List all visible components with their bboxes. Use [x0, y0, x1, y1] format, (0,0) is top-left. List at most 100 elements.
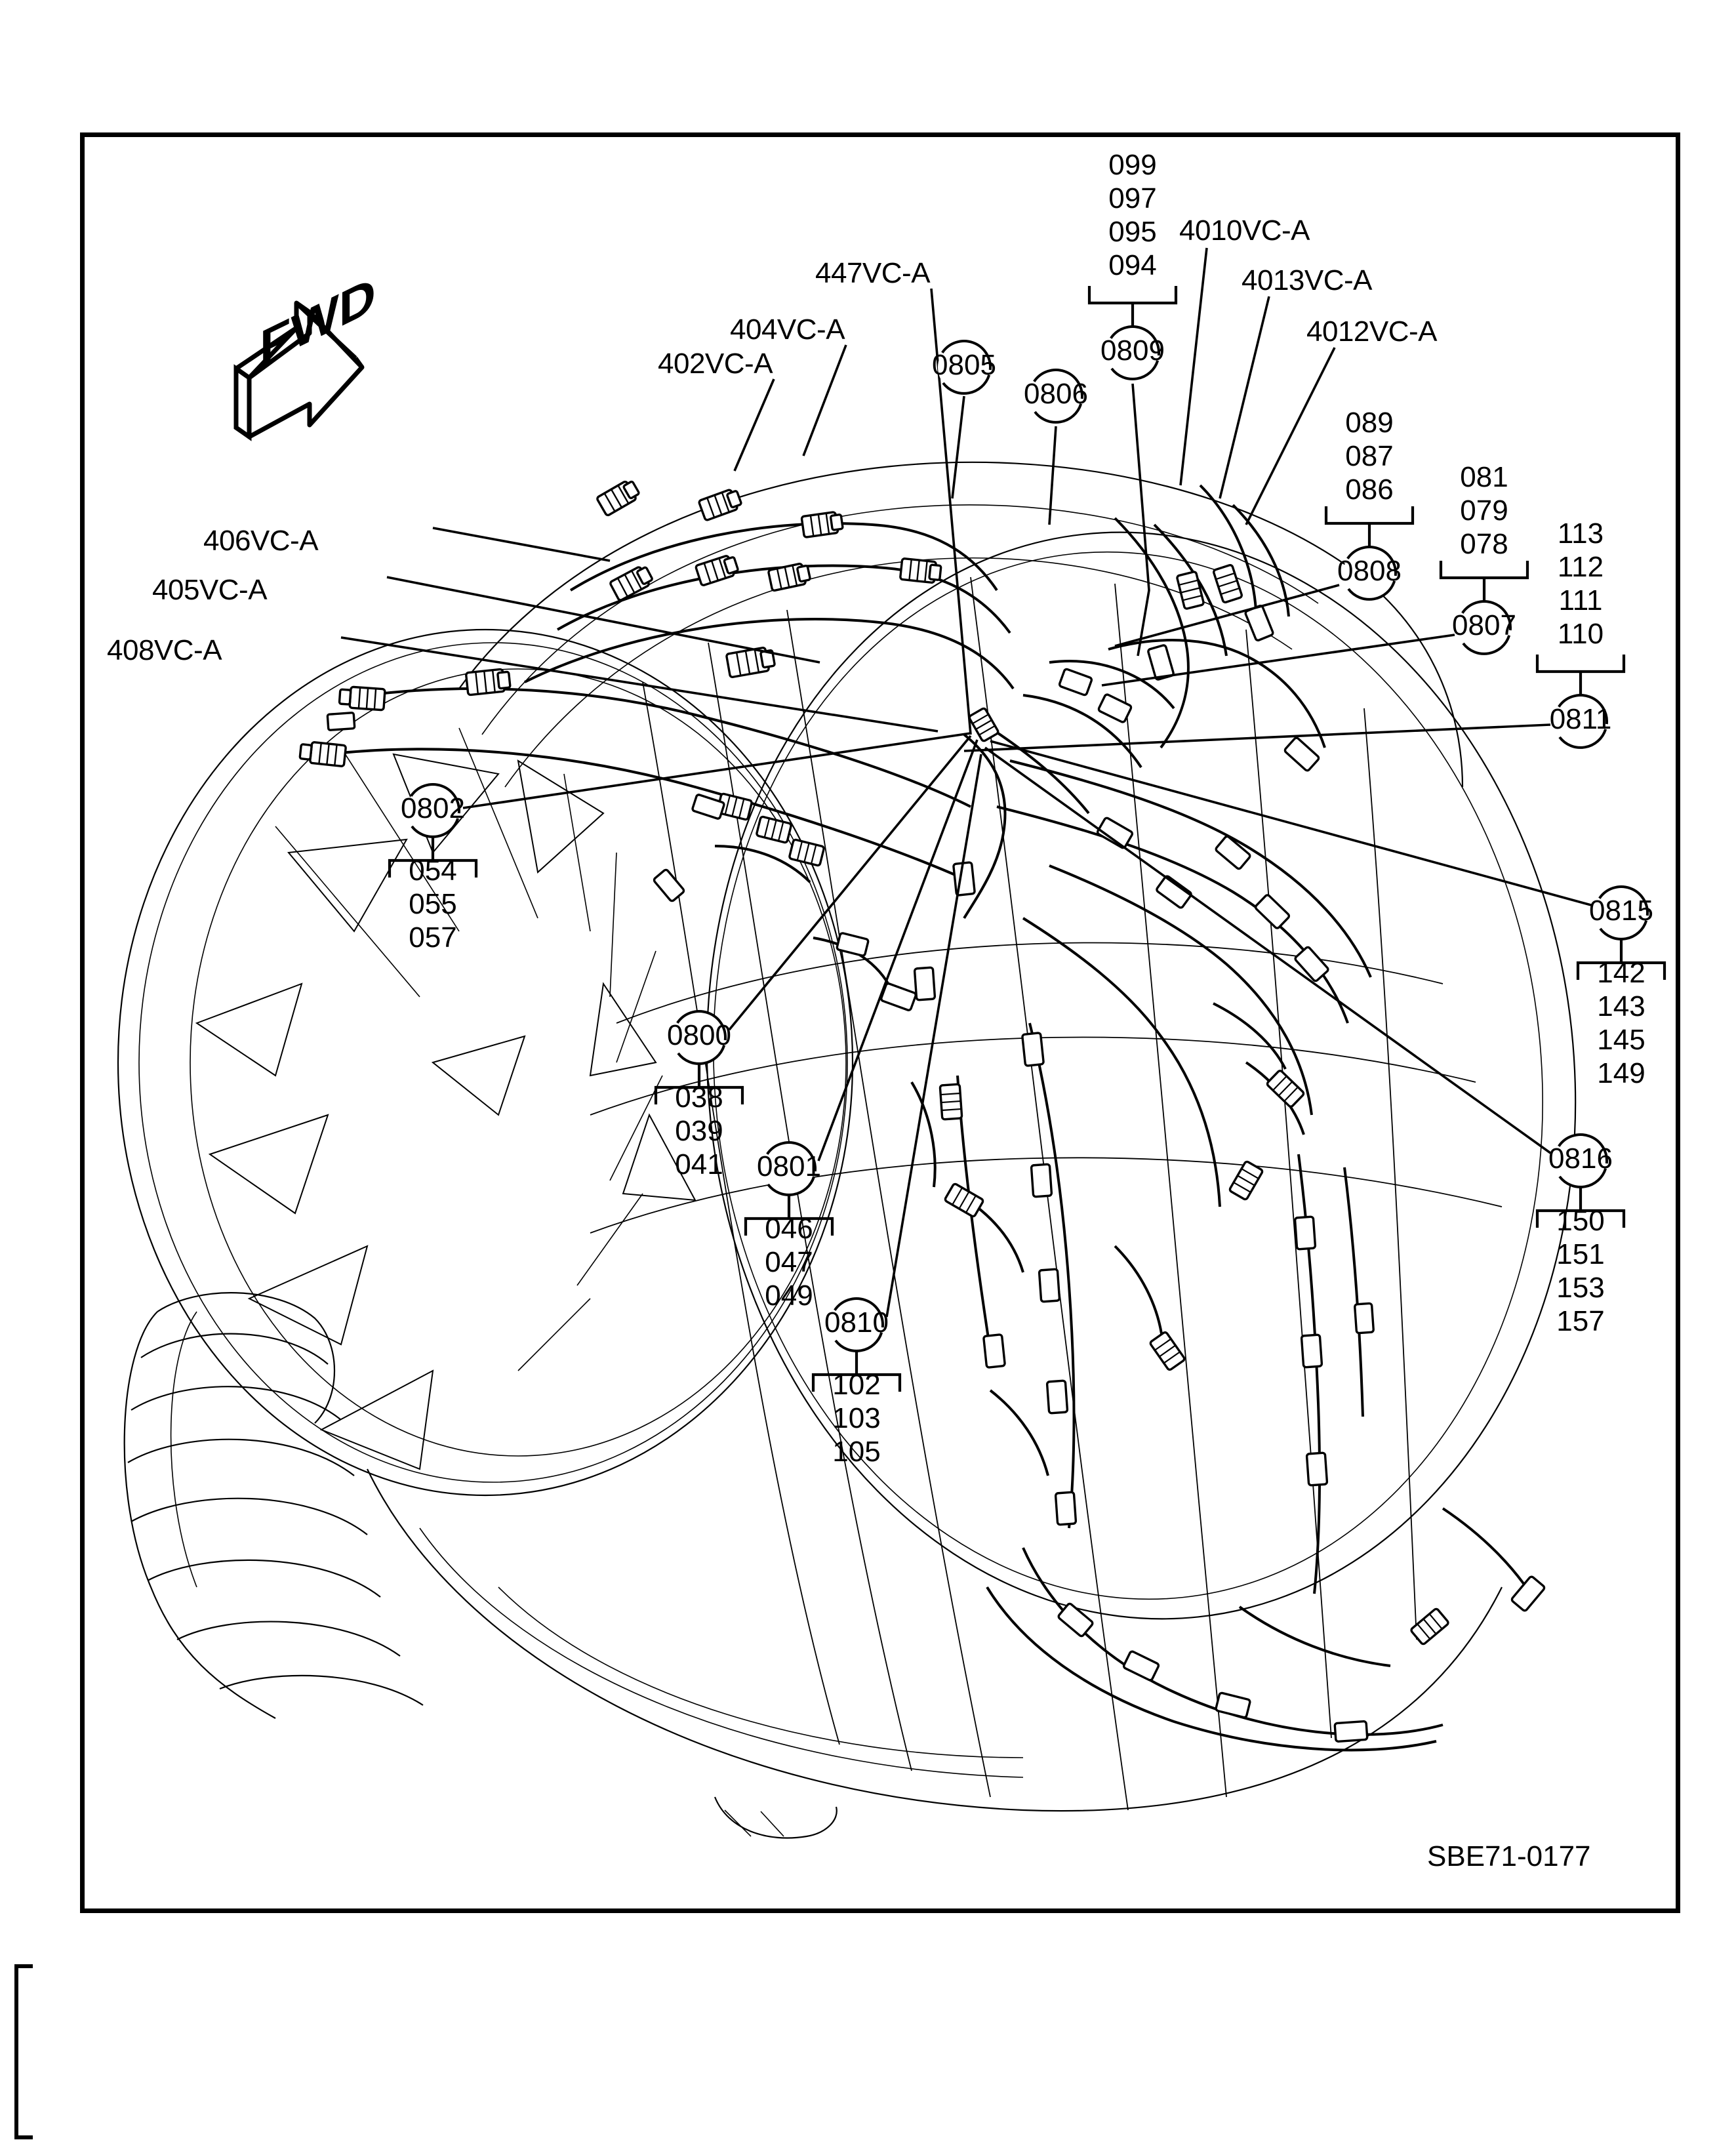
callout-bracket — [744, 1217, 834, 1236]
harness-connectors — [298, 480, 1546, 1743]
callout-item: 149 — [1597, 1057, 1645, 1089]
callout-bubble-0809[interactable] — [1106, 325, 1160, 380]
callout-item: 089 — [1345, 407, 1394, 439]
harness-label-402vc-a: 402VC-A — [658, 348, 773, 380]
callout-item: 094 — [1108, 249, 1157, 281]
callout-item: 049 — [765, 1280, 813, 1312]
callout-item: 095 — [1108, 216, 1157, 248]
callout-bracket — [654, 1085, 744, 1104]
callout-item: 055 — [409, 888, 457, 920]
callout-bubble-0816[interactable] — [1554, 1133, 1608, 1188]
engine-spinner-nose — [123, 1292, 424, 1719]
callout-label-0807[interactable]: 0807 — [1452, 609, 1516, 641]
callout-label-0815[interactable]: 0815 — [1589, 895, 1653, 927]
engine-nacelle-body — [367, 461, 1577, 1812]
callout-bubble-0808[interactable] — [1343, 546, 1397, 601]
callout-item: 054 — [409, 855, 457, 887]
callout-item: 105 — [832, 1436, 881, 1468]
callout-bubble-0811[interactable] — [1554, 694, 1608, 749]
callout-item: 081 — [1460, 461, 1508, 493]
callout-bubble-0807[interactable] — [1458, 600, 1512, 655]
callout-bracket — [1439, 561, 1529, 580]
callout-bracket — [1576, 961, 1666, 980]
callout-label-0806[interactable]: 0806 — [1024, 378, 1088, 410]
callout-item: 113 — [1557, 517, 1604, 550]
harness-label-408vc-a: 408VC-A — [107, 634, 222, 666]
callout-item: 103 — [832, 1402, 881, 1434]
callout-item: 102 — [832, 1369, 881, 1401]
harness-label-4013vc-a: 4013VC-A — [1241, 264, 1373, 296]
callout-bubble-0805[interactable] — [938, 340, 992, 395]
callout-label-0800[interactable]: 0800 — [667, 1019, 731, 1051]
callout-item: 151 — [1556, 1238, 1605, 1270]
callout-bracket — [388, 858, 478, 878]
drawing-reference-number: SBE71-0177 — [1427, 1840, 1591, 1872]
callout-bubble-0806[interactable] — [1030, 369, 1083, 424]
callout-bubble-0800[interactable] — [673, 1010, 727, 1065]
callout-item: 143 — [1597, 990, 1645, 1022]
callout-label-0801[interactable]: 0801 — [757, 1150, 821, 1182]
callout-item: 110 — [1557, 618, 1604, 650]
callout-item: 111 — [1558, 584, 1603, 616]
callout-item: 046 — [765, 1213, 813, 1245]
harness-label-4010vc-a: 4010VC-A — [1179, 214, 1310, 247]
harness-label-406vc-a: 406VC-A — [203, 525, 319, 557]
callout-bracket — [1087, 286, 1178, 305]
callout-bracket — [811, 1373, 902, 1392]
harness-label-4012vc-a: 4012VC-A — [1306, 315, 1438, 348]
callout-bracket — [1535, 1209, 1626, 1228]
callout-item: 099 — [1108, 149, 1157, 181]
callout-label-0805[interactable]: 0805 — [932, 349, 996, 381]
callout-item: 112 — [1557, 551, 1604, 583]
callout-item: 086 — [1345, 474, 1394, 506]
callout-label-0810[interactable]: 0810 — [824, 1306, 889, 1339]
callout-item: 145 — [1597, 1024, 1645, 1056]
callout-bracket — [1324, 506, 1415, 525]
callout-item: 087 — [1345, 440, 1394, 472]
label-leader-lines — [340, 247, 1592, 1318]
callout-label-0808[interactable]: 0808 — [1337, 555, 1402, 587]
callout-label-0811[interactable]: 0811 — [1549, 703, 1612, 735]
callout-item: 038 — [675, 1081, 723, 1114]
harness-label-404vc-a: 404VC-A — [730, 313, 845, 346]
callout-item: 078 — [1460, 528, 1508, 560]
callout-label-0816[interactable]: 0816 — [1548, 1142, 1613, 1175]
callout-item: 057 — [409, 921, 457, 954]
callout-bubble-0802[interactable] — [407, 783, 460, 838]
harness-label-405vc-a: 405VC-A — [152, 574, 268, 606]
drawing-frame-border — [80, 132, 1680, 1913]
engine-bottom-lug — [714, 1796, 838, 1839]
sheet-code-bracket — [14, 1964, 33, 2139]
callout-item: 153 — [1556, 1272, 1605, 1304]
callout-item: 097 — [1108, 182, 1157, 214]
engine-fan-cowl — [117, 628, 854, 1497]
callout-label-0802[interactable]: 0802 — [401, 792, 465, 824]
callout-item: 157 — [1556, 1305, 1605, 1337]
callout-item: 039 — [675, 1115, 723, 1147]
fwd-direction-arrow-icon: FWD — [233, 266, 376, 441]
callout-bubble-0815[interactable] — [1595, 885, 1649, 940]
callout-item: 079 — [1460, 495, 1508, 527]
callout-bracket — [1535, 655, 1626, 674]
callout-item: 150 — [1556, 1205, 1605, 1237]
callout-bubbles-layer — [388, 286, 1666, 1392]
harness-label-447vc-a: 447VC-A — [815, 257, 931, 289]
callout-bubble-0810[interactable] — [830, 1297, 884, 1352]
callout-item: 047 — [765, 1246, 813, 1278]
callout-label-0809[interactable]: 0809 — [1100, 334, 1165, 367]
wiring-harness-assembly — [327, 484, 1536, 1752]
callout-bubble-0801[interactable] — [763, 1141, 817, 1196]
callout-item: 142 — [1597, 957, 1645, 989]
